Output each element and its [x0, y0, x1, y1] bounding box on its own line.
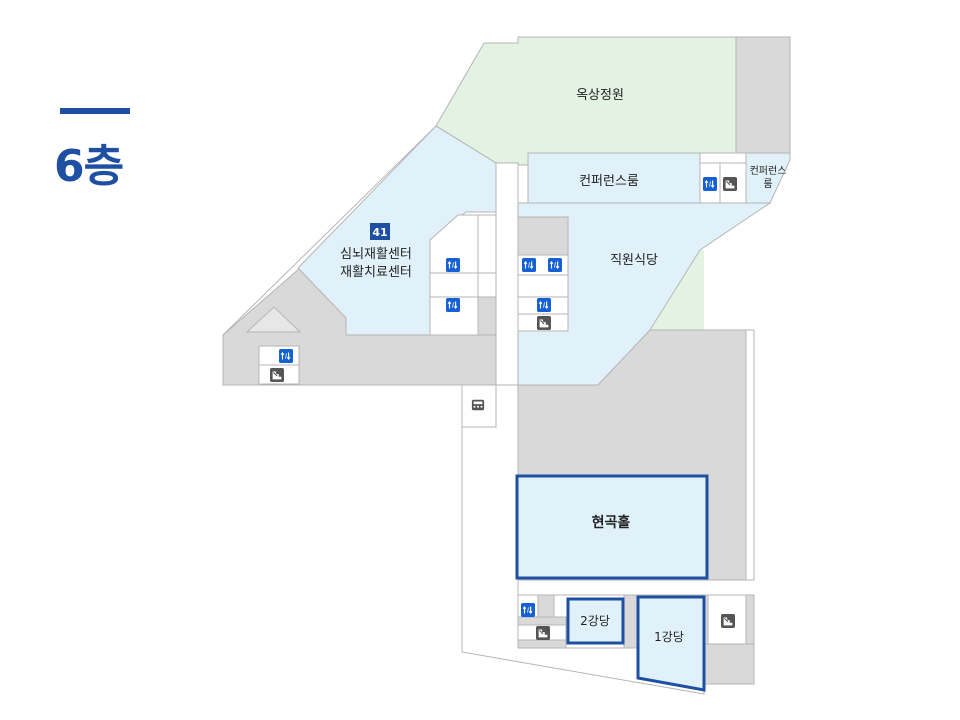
elevator-icon[interactable] — [279, 349, 293, 363]
stairs-icon[interactable] — [270, 368, 284, 382]
auditorium-1-label: 1강당 — [654, 630, 684, 644]
west-triangle-room — [245, 306, 302, 333]
conference-room-label: 컨퍼런스룸 — [579, 174, 639, 189]
elevator-icon[interactable] — [548, 258, 562, 272]
atm-icon[interactable] — [471, 399, 485, 411]
cafeteria-core-gray — [517, 216, 569, 256]
stairs-icon[interactable] — [536, 626, 550, 640]
central-corridor — [495, 162, 519, 386]
room-number-text: 41 — [372, 226, 387, 239]
rooftop-garden-label: 옥상정원 — [576, 88, 624, 103]
stairs-icon[interactable] — [721, 614, 735, 628]
elevator-icon[interactable] — [521, 603, 535, 617]
conference-room-area[interactable] — [527, 152, 701, 204]
elevator-icon[interactable] — [446, 298, 460, 312]
elevator-icon[interactable] — [537, 298, 551, 312]
auditorium-2-area[interactable] — [566, 597, 625, 645]
auditorium-1-area[interactable] — [636, 595, 706, 692]
small-conference-room-label-line1: 컨퍼런스 — [750, 165, 787, 177]
rehab-center-label-line2: 재활치료센터 — [340, 265, 412, 280]
elevator-icon[interactable] — [703, 177, 717, 191]
room-number-badge — [370, 223, 390, 240]
stairs-icon[interactable] — [723, 177, 737, 191]
hyeongok-hall-area[interactable] — [515, 474, 709, 580]
floor-label: 6층 — [54, 141, 124, 192]
elevator-icon[interactable] — [446, 258, 460, 272]
floor-indicator-bar — [60, 108, 130, 114]
elevator-icon[interactable] — [522, 258, 536, 272]
garden-strip-east — [650, 250, 704, 330]
service-block-northeast — [735, 36, 791, 154]
auditorium-2-label: 2강당 — [580, 614, 610, 628]
rehab-center-label-line1: 심뇌재활센터 — [340, 247, 412, 262]
hyeongok-hall-label: 현곡홀 — [592, 514, 631, 531]
small-conference-room-label-line2: 룸 — [763, 178, 772, 190]
staff-cafeteria-label: 직원식당 — [610, 253, 658, 268]
stairs-icon[interactable] — [537, 316, 551, 330]
small-conference-room-area[interactable] — [745, 152, 791, 204]
